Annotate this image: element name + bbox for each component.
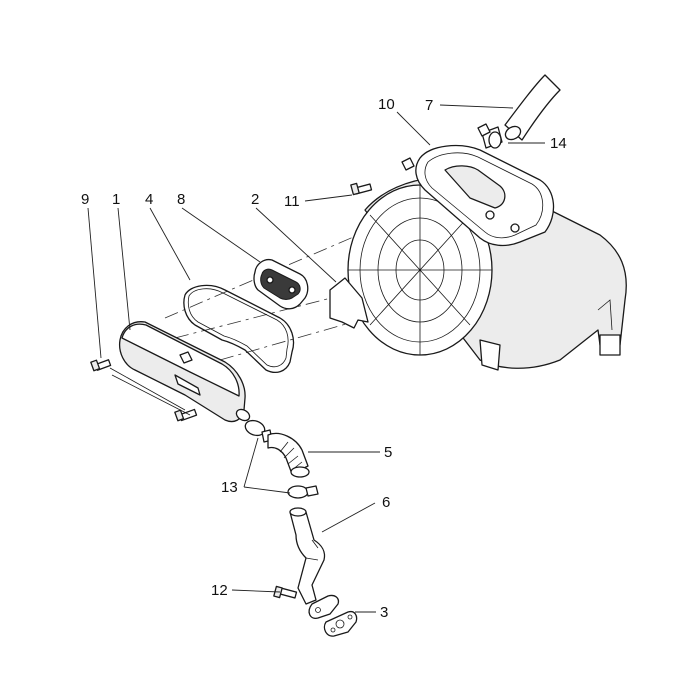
part-13-lower-clamp — [287, 485, 319, 499]
part-10-intake-plate — [415, 144, 555, 247]
callout-8: 8 — [177, 191, 185, 208]
callout-13: 13 — [221, 479, 238, 496]
callout-7: 7 — [425, 97, 433, 114]
part-9-screw — [90, 359, 112, 372]
callout-11: 11 — [284, 193, 300, 210]
callout-9: 9 — [81, 191, 89, 208]
part-3-flange-gasket — [308, 594, 358, 637]
part-6-drain-tube — [289, 507, 326, 605]
callout-2: 2 — [251, 191, 259, 208]
leader-lines — [87, 104, 545, 613]
part-4-gasket — [183, 284, 295, 373]
part-8-filter-cap — [253, 258, 309, 310]
part-14-hose-clamp — [477, 123, 503, 149]
callout-14: 14 — [550, 135, 567, 152]
callout-1: 1 — [112, 191, 120, 208]
callout-labels: 1 2 3 4 5 6 7 8 9 10 11 12 13 14 — [81, 96, 567, 621]
part-2-filter-insert — [329, 277, 369, 329]
callout-12: 12 — [211, 582, 228, 599]
callout-5: 5 — [384, 444, 392, 461]
part-7-hose — [504, 74, 561, 141]
callout-4: 4 — [145, 191, 153, 208]
transmission-cover — [347, 176, 627, 371]
lower-screw — [174, 408, 198, 422]
part-5-elbow-pipe — [267, 432, 310, 478]
screw-guide-lines — [109, 367, 191, 416]
callout-6: 6 — [382, 494, 390, 511]
callout-3: 3 — [380, 604, 388, 621]
callout-10: 10 — [378, 96, 395, 113]
part-1-filter-cover — [118, 321, 251, 423]
part-11-screw — [350, 157, 415, 196]
